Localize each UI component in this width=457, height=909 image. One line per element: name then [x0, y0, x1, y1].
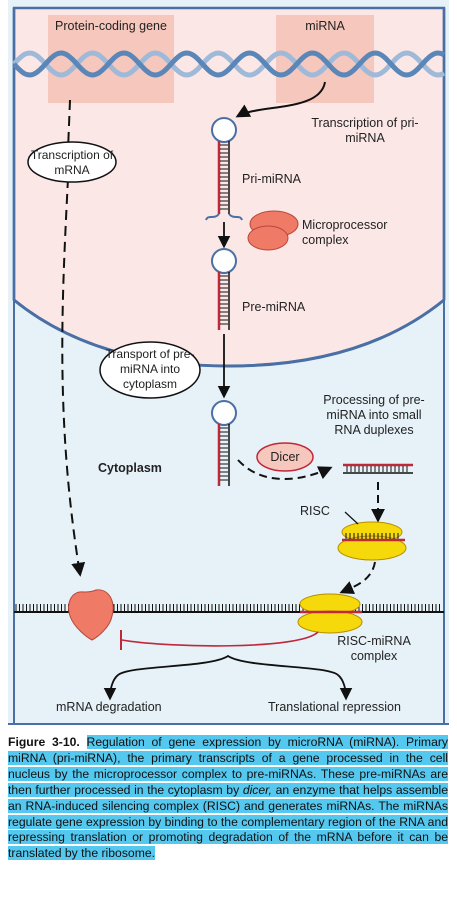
transcription-pri-label: Transcription of pri-miRNA [311, 116, 419, 145]
transport-label: Transport of pre-miRNA into cytoplasm [105, 347, 195, 391]
risc-mirna-label: RISC-miRNA complex [337, 634, 411, 663]
risc-label: RISC [300, 504, 330, 518]
pre-mirna-label: Pre-miRNA [242, 300, 306, 314]
pre-mirna-hairpin [211, 248, 237, 330]
mirna-gene-label: miRNA [305, 19, 345, 33]
transcription-mrna-bubble [27, 141, 117, 183]
mrna-transcription-arrow [61, 177, 86, 577]
translational-repression-label: Translational repression [268, 700, 401, 714]
pri-mirna-label: Pri-miRNA [242, 172, 302, 186]
processing-label: Processing of pre-miRNA into small RNA d… [323, 393, 425, 437]
figure-caption: Figure 3-10. Regulation of gene expressi… [8, 735, 449, 862]
protein-coding-gene-label: Protein-coding gene [55, 19, 167, 33]
microprocessor-complex-shape [247, 210, 299, 251]
mirna-diagram [8, 0, 449, 725]
ribosome-shape [68, 589, 114, 641]
caption-dicer-word: dicer, [242, 782, 272, 797]
microprocessor-label: Microprocessor complex [302, 218, 388, 247]
nuclear-membrane [13, 298, 445, 368]
pri-mirna-arrow [235, 81, 326, 118]
risc-complex-shape [337, 521, 407, 561]
cytoplasm-label: Cytoplasm [98, 461, 162, 475]
figure-label: Figure 3-10. [8, 735, 80, 749]
dicer-label: Dicer [270, 450, 300, 464]
mrna-degradation-label: mRNA degradation [56, 700, 162, 714]
small-rna-duplex [343, 463, 413, 474]
pri-mirna-hairpin [205, 117, 243, 221]
transcription-mrna-label: Transcription of mRNA [30, 148, 114, 177]
cytoplasm-pre-mirna-hairpin [211, 400, 237, 486]
risc-mirna-complex-shape [297, 593, 363, 634]
dicer-shape [256, 442, 314, 472]
transport-bubble [99, 341, 201, 399]
dna-helix [12, 50, 446, 78]
